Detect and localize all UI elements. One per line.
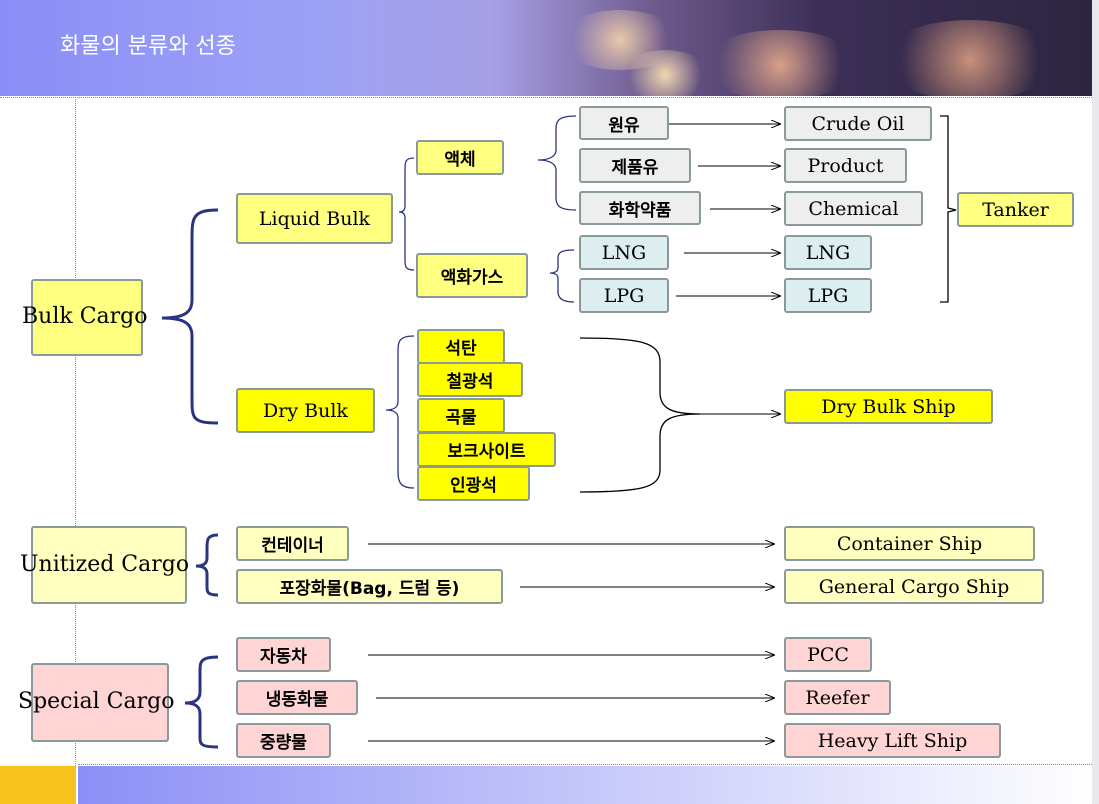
crude-ship-box: Crude Oil	[784, 106, 932, 141]
gas-brace	[549, 249, 575, 303]
lng-cargo-box: LNG	[579, 235, 669, 270]
reefer-cargo-box: 냉동화물	[236, 680, 358, 715]
dry-bulk-box: Dry Bulk	[236, 388, 375, 433]
liquid-items-brace	[537, 115, 577, 211]
special-brace	[184, 655, 219, 749]
liquid-brace	[398, 157, 415, 271]
unitized-brace	[195, 533, 219, 597]
right-edge	[1092, 0, 1099, 804]
lng-ship-box: LNG	[784, 235, 872, 270]
tanker-box: Tanker	[957, 192, 1074, 227]
product-ship-box: Product	[784, 148, 907, 183]
dry-bulk-ship-box: Dry Bulk Ship	[784, 389, 993, 424]
liquefied-gas-box: 액화가스	[416, 253, 528, 298]
unitized-cargo-box	[31, 526, 187, 604]
footer-accent	[0, 766, 76, 804]
unitized-cargo-label: Unitized Cargo	[20, 552, 190, 577]
dry-ship-brace	[579, 337, 701, 493]
container-cargo-box: 컨테이너	[236, 526, 349, 561]
dry-item-grain: 곡물	[417, 398, 505, 433]
header-divider	[0, 97, 1092, 98]
crude-cargo-box: 원유	[579, 106, 669, 140]
general-cargo-ship-box: General Cargo Ship	[784, 569, 1044, 604]
footer-divider	[78, 764, 1092, 765]
lpg-ship-box: LPG	[784, 278, 872, 313]
dry-item-phosphate: 인광석	[417, 466, 530, 501]
dry-item-bauxite: 보크사이트	[417, 432, 556, 467]
tanker-bracket	[940, 115, 957, 303]
dry-item-coal: 석탄	[417, 329, 505, 364]
car-cargo-box: 자동차	[236, 637, 331, 672]
reefer-ship-box: Reefer	[784, 680, 891, 715]
liquid-bulk-box: Liquid Bulk	[236, 193, 393, 244]
bulk-cargo-label: Bulk Cargo	[22, 304, 148, 329]
packaged-cargo-box: 포장화물(Bag, 드럼 등)	[236, 569, 503, 604]
page-title: 화물의 분류와 선종	[60, 34, 236, 59]
container-ship-box: Container Ship	[784, 526, 1035, 561]
bulk-cargo-box	[31, 279, 143, 356]
heavy-cargo-box: 중량물	[236, 723, 331, 758]
dry-items-brace	[385, 335, 415, 489]
left-guide	[75, 97, 76, 766]
product-cargo-box: 제품유	[579, 148, 691, 183]
header-banner: 화물의 분류와 선종	[0, 0, 1092, 96]
chemical-cargo-box: 화학약품	[579, 191, 701, 225]
footer-bar	[78, 766, 1092, 804]
pcc-ship-box: PCC	[784, 637, 872, 672]
chemical-ship-box: Chemical	[784, 191, 923, 226]
heavy-lift-ship-box: Heavy Lift Ship	[784, 723, 1001, 758]
bulk-brace	[161, 208, 219, 425]
lpg-cargo-box: LPG	[579, 278, 669, 313]
special-cargo-label: Special Cargo	[18, 689, 175, 714]
liquid-box: 액체	[416, 140, 504, 175]
special-cargo-box	[31, 663, 169, 742]
dry-item-iron-ore: 철광석	[417, 362, 523, 397]
